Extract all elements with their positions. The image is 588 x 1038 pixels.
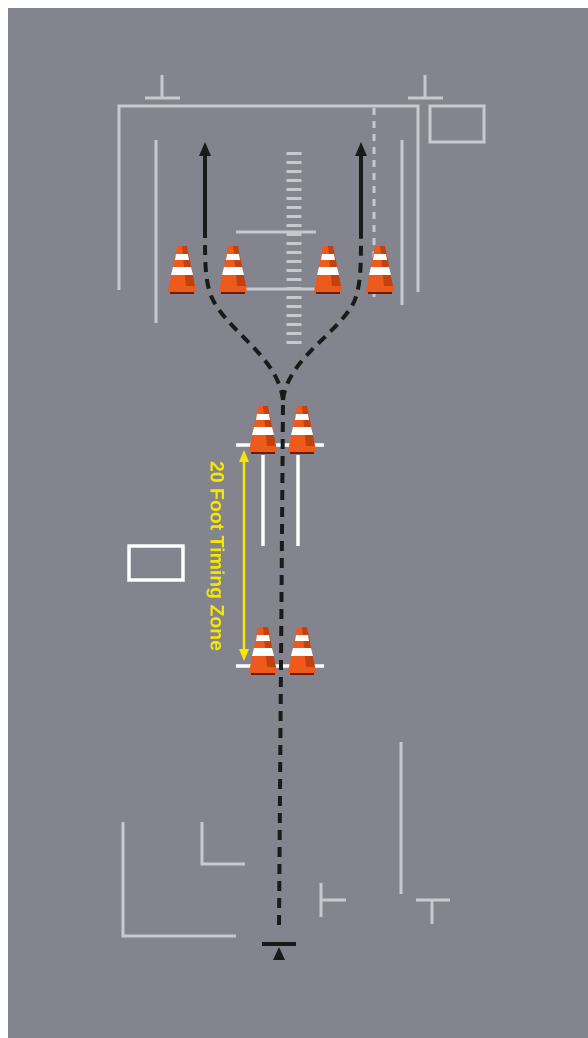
vehicle-path <box>203 154 363 926</box>
path-left-branch <box>203 235 285 401</box>
timing-zone-label: 20 Foot Timing Zone <box>206 461 227 651</box>
path-right-branch <box>281 235 363 401</box>
timing-arrow-top-icon <box>239 450 249 462</box>
upper-lane-markings <box>117 75 486 350</box>
bottom-left-corner <box>121 822 236 938</box>
right-arrow-icon <box>355 142 367 156</box>
upper-lane-outline <box>117 104 420 292</box>
timing-arrow-bottom-icon <box>239 649 249 661</box>
bottom-inner-corner <box>200 822 245 866</box>
lower-lane-markings <box>121 742 450 938</box>
side-box <box>127 544 185 582</box>
left-arrow-icon <box>199 142 211 156</box>
start-arrow-icon <box>273 947 285 960</box>
upper-right-box <box>428 104 486 144</box>
path-center-dashed <box>277 399 285 926</box>
timing-zone-arrow <box>239 450 249 661</box>
